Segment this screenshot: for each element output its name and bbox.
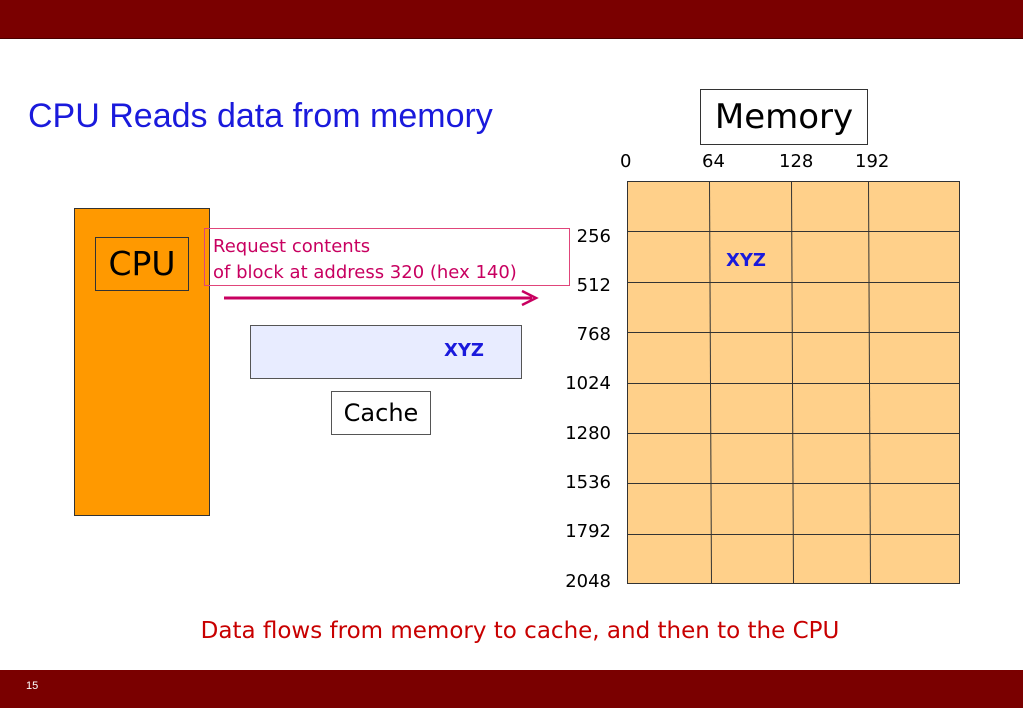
memory-row-label: 768 — [576, 324, 611, 345]
memory-row-label: 2048 — [565, 571, 611, 592]
slide-number: 15 — [26, 680, 39, 692]
memory-row-label: 1536 — [565, 472, 611, 493]
memory-col-label: 0 — [620, 151, 632, 172]
cache-content: XYZ — [444, 340, 484, 361]
cache-line — [250, 325, 522, 379]
cpu-label: CPU — [95, 237, 189, 291]
memory-grid — [627, 181, 960, 584]
memory-label: Memory — [700, 89, 868, 145]
caption: Data flows from memory to cache, and the… — [200, 618, 840, 644]
bottom-bar: 15 — [0, 670, 1023, 708]
memory-col-line — [791, 181, 794, 584]
memory-row-label: 1024 — [565, 373, 611, 394]
memory-col-line — [709, 181, 712, 584]
memory-row-label: 512 — [576, 275, 611, 296]
request-arrow-head — [521, 289, 539, 307]
memory-row-label: 256 — [576, 226, 611, 247]
request-line-2: of block at address 320 (hex 140) — [213, 262, 517, 283]
request-box — [204, 228, 570, 286]
memory-row-label: 1280 — [565, 423, 611, 444]
request-text: Request contents of block at address 320… — [213, 234, 517, 286]
cache-label: Cache — [331, 391, 431, 435]
slide-title: CPU Reads data from memory — [28, 97, 493, 135]
memory-col-line — [868, 181, 871, 584]
top-bar — [0, 0, 1023, 39]
memory-col-label: 128 — [779, 151, 814, 172]
request-arrow — [224, 289, 539, 307]
memory-col-label: 64 — [702, 151, 725, 172]
request-line-1: Request contents — [213, 236, 371, 257]
memory-block-content: XYZ — [726, 250, 766, 271]
memory-row-label: 1792 — [565, 521, 611, 542]
memory-col-label: 192 — [855, 151, 890, 172]
